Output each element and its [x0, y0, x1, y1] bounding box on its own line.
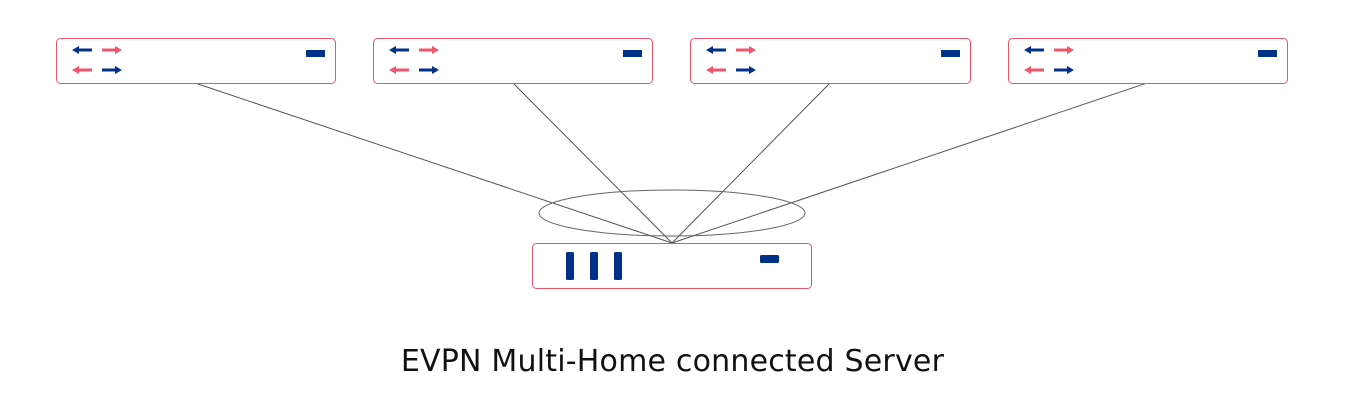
lag-bundle-ellipse: [538, 189, 806, 237]
diagram-caption: EVPN Multi-Home connected Server: [400, 344, 945, 379]
switch-4[interactable]: [1008, 38, 1288, 84]
link-lines: [194, 82, 1148, 244]
status-led-icon: [306, 50, 325, 57]
link-switch-1: [194, 82, 673, 244]
status-led-icon: [623, 50, 642, 57]
switch-3[interactable]: [690, 38, 971, 84]
server-icon: [566, 252, 622, 280]
status-led-icon: [760, 255, 779, 263]
link-switch-3: [671, 82, 831, 244]
link-switch-4: [671, 82, 1148, 244]
link-switch-2: [512, 82, 673, 244]
server[interactable]: [532, 243, 812, 289]
status-led-icon: [941, 50, 960, 57]
switch-1[interactable]: [56, 38, 336, 84]
switch-2[interactable]: [373, 38, 653, 84]
status-led-icon: [1258, 50, 1277, 57]
